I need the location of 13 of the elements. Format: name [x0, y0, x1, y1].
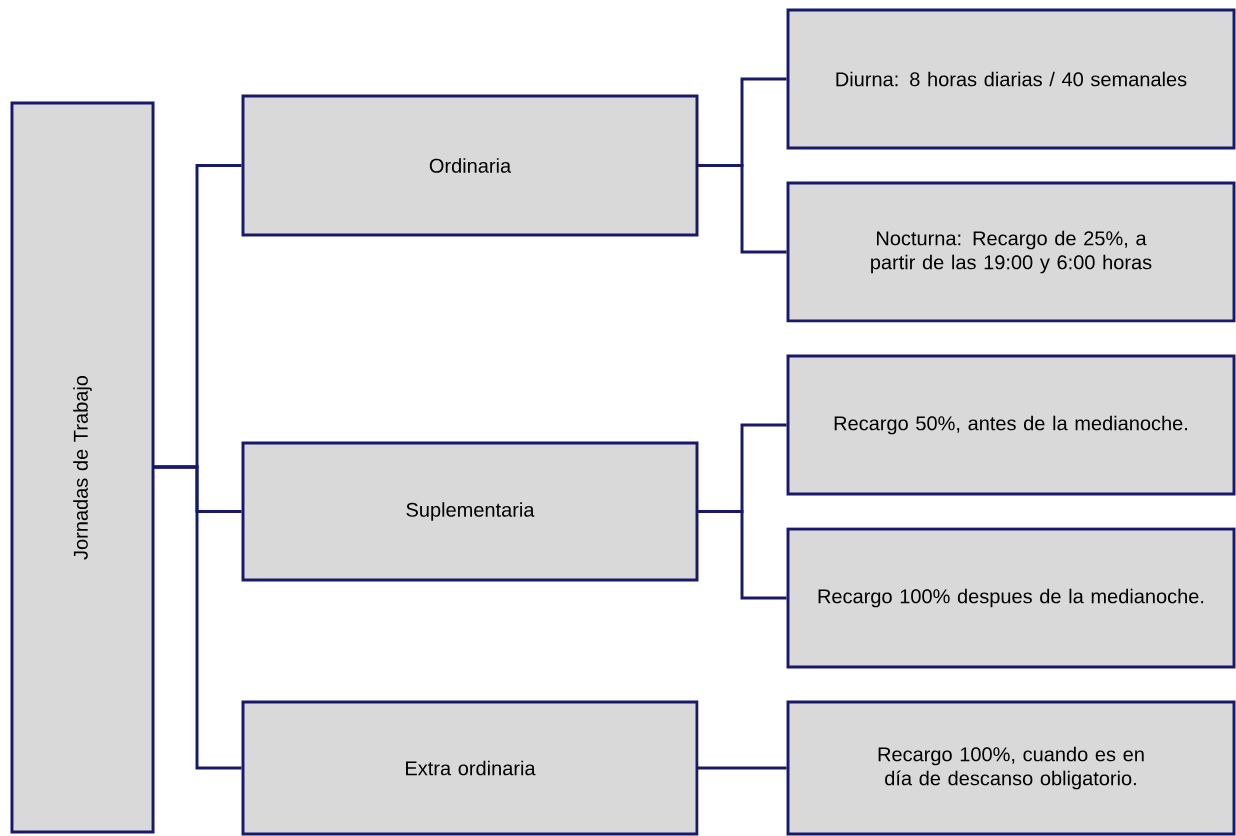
category-box: Suplementaria — [241, 441, 699, 582]
connector-line — [697, 510, 787, 600]
detail-box: Nocturna: Recargo de 25%, a partir de las 19:00 y 6:00 horas — [786, 181, 1236, 323]
connector-line — [697, 766, 787, 770]
category-box: Ordinaria — [241, 94, 699, 237]
detail-box: Recargo 100% despues de la medianoche. — [786, 527, 1236, 669]
detail-box: Diurna: 8 horas diarias / 40 semanales — [786, 8, 1236, 150]
connector-line — [153, 465, 242, 770]
detail-box: Recargo 50%, antes de la medianoche. — [786, 354, 1236, 496]
category-box: Extra ordinaria — [241, 700, 699, 836]
detail-box: Recargo 100%, cuando es en día de descanso obligatorio. — [786, 700, 1236, 836]
root-box: Jornadas de Trabajo — [10, 101, 155, 834]
connector-line — [697, 164, 787, 254]
